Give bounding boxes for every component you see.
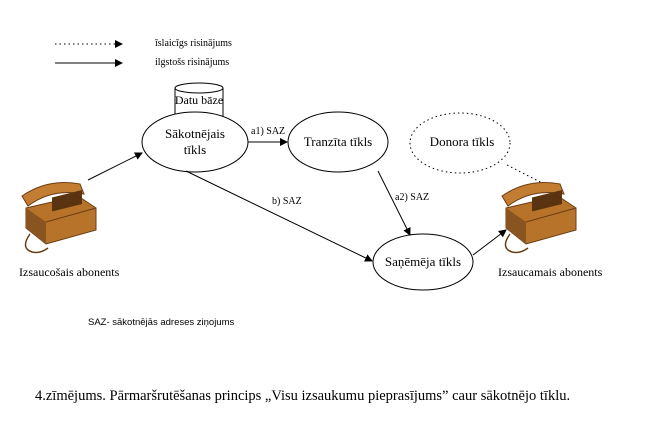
recipient-network-label: Saņēmēja tīkls [384,254,462,269]
origin-network-label-2: tīkls [183,142,207,157]
calling-subscriber-label: Izsaucošais abonents [19,265,120,279]
edge-recipient-to-called [472,229,507,256]
legend-temporary-label: īslaicīgs risinājums [155,38,232,49]
figure-caption: 4.zīmējums. Pārmaršrutēšanas princips „V… [35,388,571,404]
legend-permanent-label: ilgstošs risinājums [155,57,230,68]
edge-a2-label: a2) SAZ [395,192,430,203]
edge-caller-to-origin [87,152,143,181]
called-phone-icon [501,181,577,254]
origin-network-label-1: Sākotnējais [165,126,225,141]
recipient-network-node [372,233,474,291]
edge-donor-dotted [506,164,549,187]
transit-network-node [287,111,389,173]
edge-b-label: b) SAZ [272,196,302,207]
edge-a2 [377,170,411,236]
called-subscriber-label: Izsaucamais abonents [498,265,603,279]
database-label: Datu bāze [174,93,224,107]
donor-network-label: Donora tīkls [429,134,495,149]
edge-b [185,170,373,262]
donor-network-node [409,112,511,174]
calling-phone-icon [21,181,97,254]
edge-a1-label: a1) SAZ [251,126,286,137]
abbreviation-note: SAZ- sākotnējās adreses ziņojums [88,317,235,328]
transit-network-label: Tranzīta tīkls [303,134,373,149]
